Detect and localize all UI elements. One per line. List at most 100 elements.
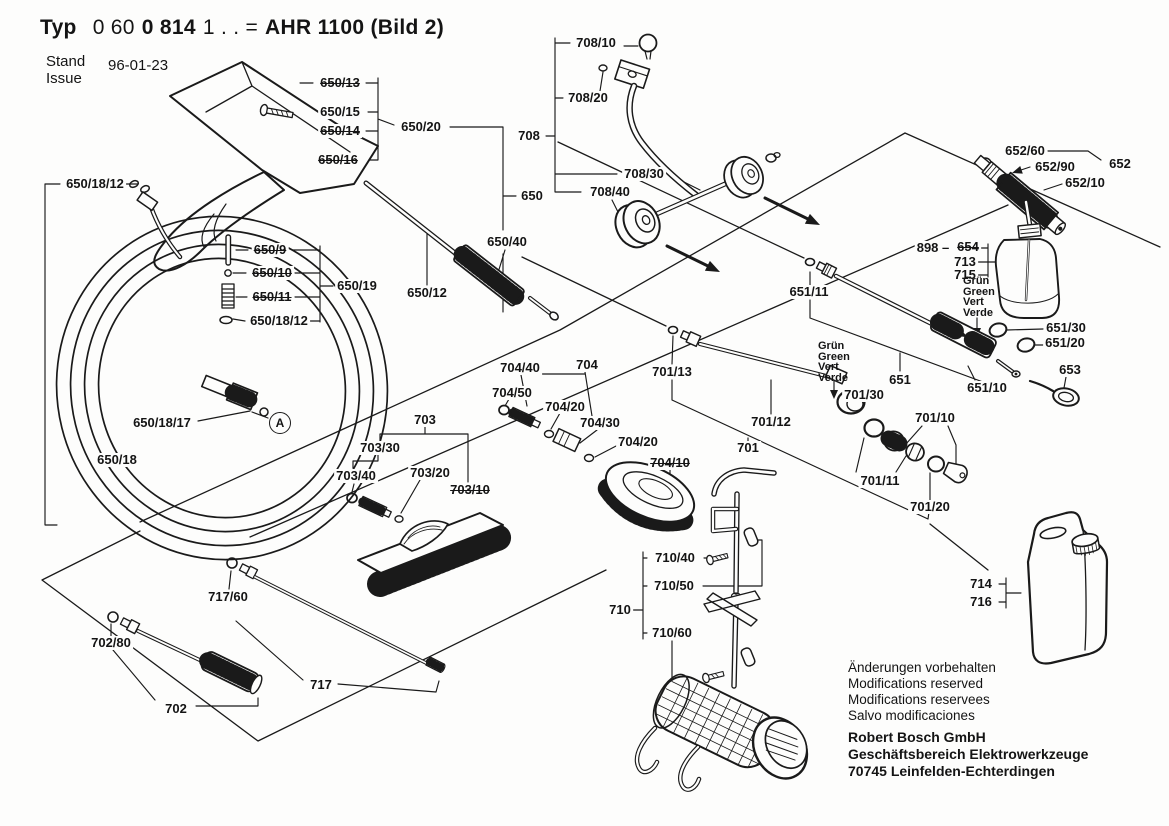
brush-704-drawing <box>498 404 696 532</box>
part-label-708-40: 708/40 <box>588 184 632 199</box>
part-label-703-10: 703/10 <box>448 482 492 497</box>
part-label-650-40: 650/40 <box>485 234 529 249</box>
hose-coupling-650-18-17 <box>200 374 260 411</box>
canister-drawing <box>1026 511 1109 665</box>
part-label-650-13: 650/13 <box>318 75 362 90</box>
part-label-703-20: 703/20 <box>408 465 452 480</box>
part-label-701-13: 701/13 <box>650 364 694 379</box>
stand-label: Stand <box>46 53 86 70</box>
part-label-650-12: 650/12 <box>405 285 449 300</box>
part-label-704-40: 704/40 <box>498 360 542 375</box>
wheel-right <box>723 155 764 199</box>
color-note-line: Green <box>818 350 850 363</box>
service-kit-parts <box>219 234 235 325</box>
part-label-701: 701 <box>735 440 761 455</box>
issue-date: 96-01-23 <box>108 57 169 74</box>
spray-bottle-drawing <box>973 154 1067 319</box>
part-label-703: 703 <box>412 412 438 427</box>
part-label-652-90: 652/90 <box>1033 159 1077 174</box>
part-label-703-30: 703/30 <box>358 440 402 455</box>
part-label-704: 704 <box>574 357 600 372</box>
note-line: Änderungen vorbehalten <box>848 660 996 675</box>
part-label-701-30: 701/30 <box>842 387 886 402</box>
part-label-710-60: 710/60 <box>650 625 694 640</box>
part-label-653: 653 <box>1057 362 1083 377</box>
note-line: Salvo modificaciones <box>848 708 975 723</box>
part-label-650-14: 650/14 <box>318 123 362 138</box>
model-name: AHR 1100 (Bild 2) <box>265 16 445 39</box>
type-code-post: 1 . . = <box>202 16 259 39</box>
part-label-652-10: 652/10 <box>1063 175 1107 190</box>
part-label-715: 715 <box>952 267 978 282</box>
lance-701-drawing <box>667 325 968 484</box>
part-label-701-10: 701/10 <box>913 410 957 425</box>
type-code-pre: 0 60 <box>92 16 135 39</box>
part-label-708-10: 708/10 <box>574 35 618 50</box>
part-label-651: 651 <box>887 372 913 387</box>
part-label-650-18: 650/18 <box>95 452 139 467</box>
part-label-703-40: 703/40 <box>334 468 378 483</box>
part-label-701-12: 701/12 <box>749 414 793 429</box>
part-label-701-11: 701/11 <box>858 473 902 488</box>
footer-block: Änderungen vorbehalten Modifications res… <box>848 660 1088 780</box>
part-label-650-9: 650/9 <box>251 242 289 257</box>
trolley-drawing <box>634 467 809 792</box>
company-line: Geschäftsbereich Elektrowerkzeuge <box>848 746 1089 762</box>
stand-issue-label: Stand Issue <box>46 53 85 87</box>
part-label-717: 717 <box>308 677 334 692</box>
part-label-651-11: 651/11 <box>787 284 831 299</box>
part-label-714: 714 <box>968 576 994 591</box>
color-note-line: Grün <box>963 275 990 287</box>
part-label-704-20: 704/20 <box>543 399 587 414</box>
part-label-710: 710 <box>607 602 633 617</box>
color-note-line: Verde <box>963 306 993 319</box>
issue-label: Issue <box>46 70 82 87</box>
wheel-left <box>614 200 661 249</box>
part-label-650-20: 650/20 <box>399 119 443 134</box>
page-title: Typ 0 60 0 814 1 . . = AHR 1100 (Bild 2) <box>40 16 451 40</box>
part-label-650-18-12: 650/18/12 <box>248 313 310 328</box>
company-line: Robert Bosch GmbH <box>848 729 986 745</box>
part-label-704-20: 704/20 <box>616 434 660 449</box>
hose-coil-drawing <box>55 191 389 561</box>
part-label-650-18-17: 650/18/17 <box>131 415 193 430</box>
type-label: Typ <box>40 16 77 39</box>
part-label-650-16: 650/16 <box>316 152 360 167</box>
brush-703-drawing <box>346 492 513 597</box>
part-label-716: 716 <box>968 594 994 609</box>
part-label-708: 708 <box>516 128 542 143</box>
part-label-704-30: 704/30 <box>578 415 622 430</box>
part-label-704-50: 704/50 <box>490 385 534 400</box>
part-label-701-20: 701/20 <box>908 499 952 514</box>
part-label-652: 652 <box>1107 156 1133 171</box>
type-code-bold: 0 814 <box>141 16 196 39</box>
color-note-line: Vert <box>963 296 984 308</box>
color-note-line: Verde <box>818 371 848 384</box>
company-line: 70745 Leinfelden-Echterdingen <box>848 763 1055 779</box>
part-label-650: 650 <box>519 188 545 203</box>
part-label-710-50: 710/50 <box>652 578 696 593</box>
part-label-650-18-12: 650/18/12 <box>64 176 126 191</box>
part-label-650-10: 650/10 <box>250 265 294 280</box>
trolley-wheel <box>751 716 809 780</box>
color-note-line: Grün <box>818 340 845 352</box>
part-label-650-19: 650/19 <box>335 278 379 293</box>
assembly-arrows <box>665 196 820 272</box>
lance-651-drawing <box>804 257 1080 407</box>
part-label-710-40: 710/40 <box>653 550 697 565</box>
part-label-650-11: 650/11 <box>250 289 294 304</box>
part-label-651-20: 651/20 <box>1043 335 1087 350</box>
part-label-650-15: 650/15 <box>318 104 362 119</box>
note-line: Modifications reservees <box>848 692 990 707</box>
color-note-line: Vert <box>818 361 839 373</box>
lance-702-drawing <box>107 611 263 695</box>
part-label-717-60: 717/60 <box>206 589 250 604</box>
part-label-654: 654 <box>955 239 981 254</box>
color-note-line: Green <box>963 285 995 298</box>
part-label-651-10: 651/10 <box>965 380 1009 395</box>
part-label-708-20: 708/20 <box>566 90 610 105</box>
part-label-702-80: 702/80 <box>89 635 133 650</box>
